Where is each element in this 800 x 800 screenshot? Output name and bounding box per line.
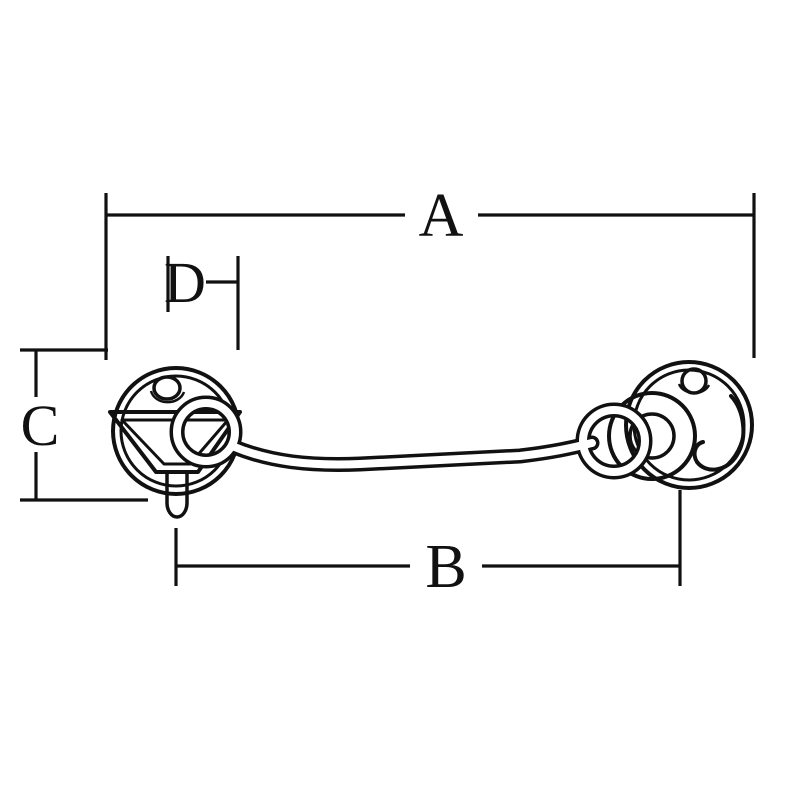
dimension-label-d: D xyxy=(164,250,206,315)
hook-right-loop-core xyxy=(579,406,649,476)
hook-left-eye-core xyxy=(173,399,239,465)
dimension-c: C xyxy=(20,348,148,502)
right-mounting-plate xyxy=(607,360,754,490)
dimension-label-c: C xyxy=(21,393,60,458)
dimension-label-b: B xyxy=(425,533,466,601)
pivot-pin xyxy=(165,470,189,519)
right-screw-hole xyxy=(680,367,708,395)
hook-shank-core xyxy=(228,439,596,469)
right-screw-hole-countersink xyxy=(677,383,711,395)
dimension-label-a: A xyxy=(419,182,464,250)
right-plate-outer-edge xyxy=(624,360,754,490)
left-screw-hole xyxy=(152,375,182,401)
hook-bar xyxy=(169,395,653,480)
eye-ring-inner xyxy=(628,412,676,460)
right-catch-hook xyxy=(692,394,746,472)
dimension-b: B xyxy=(174,490,682,601)
dimension-a: A xyxy=(104,182,756,360)
dimension-d: D xyxy=(164,250,240,350)
left-screw-hole-countersink xyxy=(149,390,186,404)
eye-ring-outer xyxy=(607,391,697,481)
